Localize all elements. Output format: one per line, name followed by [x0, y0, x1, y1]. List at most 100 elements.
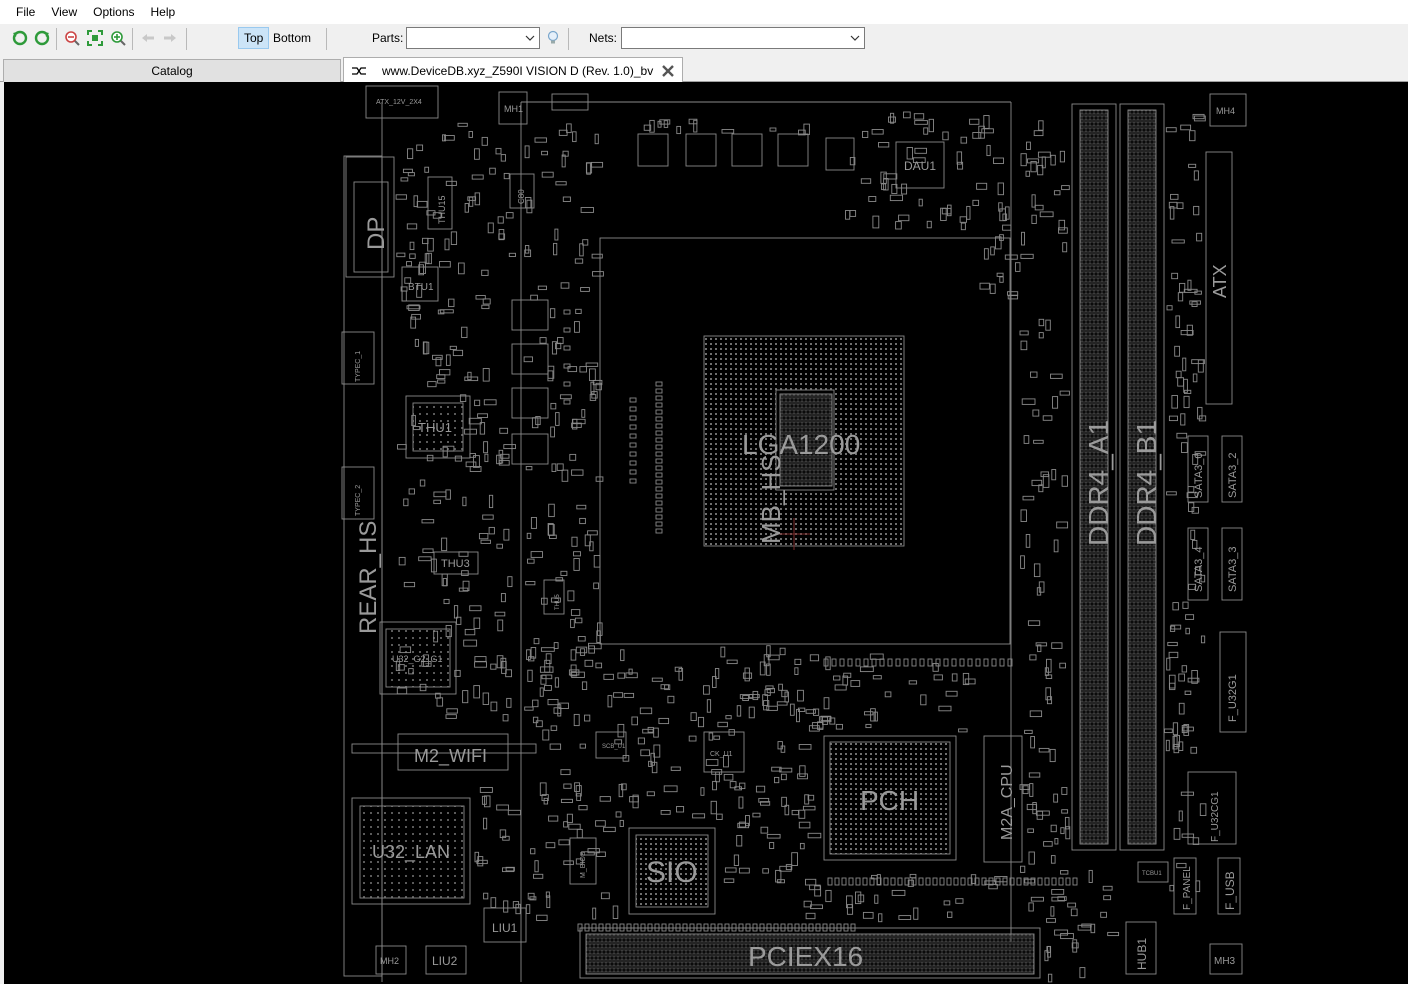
smd-component — [473, 617, 481, 629]
label-f-u32cg1: F_U32CG1 — [1210, 791, 1221, 842]
smd-component — [712, 676, 717, 688]
smd-component — [1168, 201, 1178, 209]
pad — [787, 923, 793, 932]
smd-component — [659, 119, 671, 125]
pad — [855, 877, 861, 886]
smd-component — [427, 381, 437, 388]
smd-component — [976, 182, 988, 190]
smd-component — [972, 199, 980, 206]
smd-component — [463, 639, 478, 647]
smd-component — [1051, 469, 1057, 481]
smd-component — [478, 533, 489, 540]
smd-component — [411, 313, 421, 320]
smd-component — [474, 192, 481, 206]
pad — [655, 395, 663, 401]
nets-combobox[interactable] — [621, 27, 865, 49]
smd-component — [581, 409, 586, 418]
menu-file[interactable]: File — [16, 5, 36, 19]
smd-component — [962, 672, 970, 686]
pad — [1037, 877, 1043, 886]
smd-component — [539, 782, 547, 796]
smd-component — [533, 638, 540, 645]
smd-component — [507, 809, 521, 816]
smd-component — [524, 245, 530, 254]
smd-component — [907, 879, 914, 887]
smd-component — [546, 895, 551, 909]
label-pch: PCH — [860, 785, 919, 816]
bulb-icon[interactable] — [543, 28, 563, 48]
smd-component — [1065, 826, 1071, 840]
pad — [983, 658, 989, 667]
board-canvas[interactable]: ATX_12V_2X4 MH1 DP THU15 BTU1 TYPEC_1 TH… — [4, 82, 1408, 984]
smd-component — [834, 684, 847, 691]
menu-help[interactable]: Help — [150, 5, 176, 19]
smd-component — [660, 810, 671, 815]
pad — [911, 658, 917, 667]
smd-component — [550, 426, 555, 438]
smd-component — [507, 576, 513, 588]
label-dau1: DAU1 — [904, 159, 936, 173]
smd-component — [720, 646, 726, 658]
smd-component — [664, 684, 671, 691]
label-typec-1: TYPEC_1 — [355, 351, 362, 382]
smd-component — [1172, 735, 1178, 750]
smd-component — [805, 709, 816, 714]
zoom-in-icon[interactable] — [108, 28, 128, 48]
rotate-right-icon[interactable] — [32, 28, 52, 48]
smd-component — [473, 685, 480, 699]
close-icon[interactable] — [660, 63, 676, 79]
pad — [655, 423, 663, 429]
smd-component — [769, 127, 777, 132]
smd-component — [544, 659, 551, 673]
smd-component — [505, 866, 515, 872]
smd-component — [711, 769, 723, 775]
menu-bar: File View Options Help — [0, 0, 1408, 24]
smd-component — [871, 129, 884, 135]
smd-component — [706, 699, 712, 713]
smd-component — [534, 137, 547, 143]
smd-component — [442, 446, 448, 458]
smd-component — [584, 659, 594, 667]
pad — [960, 877, 966, 886]
smd-component — [1047, 945, 1052, 958]
forward-arrow-icon[interactable] — [160, 28, 180, 48]
smd-component — [998, 202, 1003, 212]
top-toggle-button[interactable]: Top — [238, 27, 270, 49]
label-thu5: THU5 — [555, 594, 561, 610]
rotate-left-icon[interactable] — [10, 28, 30, 48]
smd-component — [599, 796, 611, 802]
smd-component — [989, 283, 996, 294]
smd-component — [532, 699, 539, 708]
smd-component — [1170, 193, 1179, 200]
zoom-out-icon[interactable] — [62, 28, 82, 48]
smd-component — [1053, 793, 1059, 803]
smd-component — [1195, 880, 1201, 893]
menu-view[interactable]: View — [51, 5, 78, 19]
tab-catalog[interactable]: Catalog — [3, 59, 341, 82]
tab-document[interactable]: www.DeviceDB.xyz_Z590I VISION D (Rev. 1.… — [343, 57, 683, 83]
smd-component — [1045, 674, 1053, 679]
smd-component — [997, 182, 1004, 196]
smd-component — [537, 285, 547, 291]
smd-component — [550, 725, 558, 731]
zoom-fit-icon[interactable] — [85, 28, 105, 48]
smd-component — [527, 669, 533, 682]
smd-component — [846, 895, 853, 909]
smd-component — [396, 687, 408, 695]
smd-component — [647, 726, 654, 733]
smd-component — [889, 194, 903, 202]
pad — [836, 923, 842, 932]
smd-component — [588, 645, 595, 654]
smd-component — [802, 805, 816, 811]
smd-component — [471, 174, 484, 180]
back-arrow-icon[interactable] — [138, 28, 158, 48]
pad — [731, 923, 737, 932]
smd-component — [554, 228, 559, 241]
smd-component — [1030, 161, 1037, 173]
smd-component — [617, 672, 626, 679]
menu-options[interactable]: Options — [93, 5, 135, 19]
parts-combobox[interactable] — [406, 27, 540, 49]
smd-component — [981, 128, 994, 134]
bottom-toggle-button[interactable]: Bottom — [273, 31, 312, 45]
smd-component — [1189, 300, 1201, 305]
